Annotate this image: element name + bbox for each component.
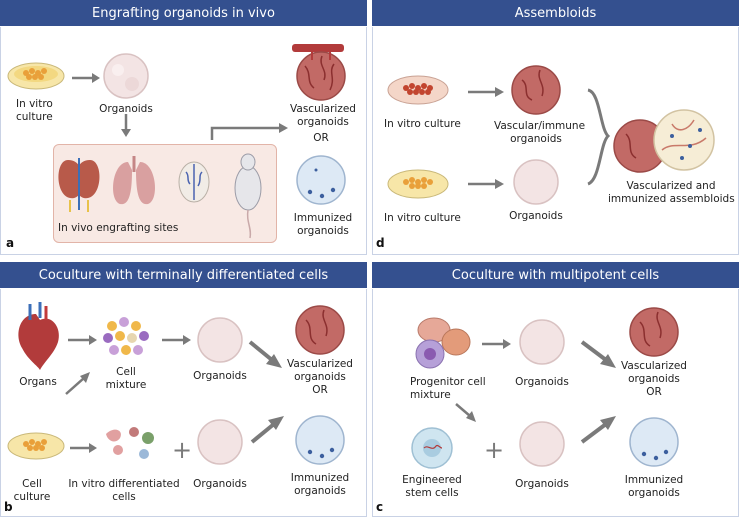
panel-c-art: + <box>411 307 679 469</box>
engrafting-sites-label: In vivo engrafting sites <box>58 222 179 234</box>
vascularized-organoids-label: Vascularized organoids <box>290 103 356 128</box>
panel-letter-b: b <box>4 500 13 514</box>
panel-c: Coculture with multipotent cells + <box>372 262 739 517</box>
in-vitro-culture-top-label: In vitro culture <box>384 118 461 130</box>
culture-dish-icon <box>7 432 65 460</box>
panel-c-title: Coculture with multipotent cells <box>372 262 739 288</box>
vascularized-organoid-icon <box>629 307 679 357</box>
organoids-bottom-label: Organoids <box>515 478 569 490</box>
panel-letter-a: a <box>6 236 15 250</box>
cell-culture-label: Cell culture <box>13 478 51 503</box>
vascular-immune-organoid-icon <box>511 65 561 115</box>
mouse-icon <box>234 153 262 239</box>
or-label: OR <box>312 384 328 396</box>
plus-sign: + <box>172 436 192 464</box>
cell-mixture-icon <box>103 317 149 355</box>
immunized-organoids-label: Immunized organoids <box>290 472 350 497</box>
kidney-icon <box>58 158 100 212</box>
in-vitro-culture-label: In vitro culture <box>16 98 53 123</box>
plus-sign: + <box>484 436 504 464</box>
organoids-label: Organoids <box>99 103 153 115</box>
organs-label: Organs <box>19 376 57 388</box>
culture-dish-red-icon <box>387 75 449 105</box>
organoids-top-label: Organoids <box>193 370 247 382</box>
assembloids-label: Vascularized and immunized assembloids <box>608 180 735 205</box>
panel-d-art <box>387 65 715 205</box>
immunized-organoid-icon <box>629 417 679 467</box>
panel-b: Coculture with terminally differentiated… <box>0 262 367 517</box>
vascularized-organoids-label: Vascularized organoids <box>287 358 353 383</box>
organoid-icon <box>197 419 243 465</box>
organoid-icon <box>197 317 243 363</box>
progenitor-cells-icon <box>415 317 471 369</box>
differentiated-cells-label: In vitro differentiated cells <box>68 478 180 503</box>
stem-cells-label: Engineered stem cells <box>402 474 462 499</box>
merge-bracket <box>587 88 611 186</box>
panel-a-title: Engrafting organoids in vivo <box>0 0 367 26</box>
or-label: OR <box>646 386 662 398</box>
stem-cell-icon <box>411 427 453 469</box>
immunized-organoids-label: Immunized organoids <box>293 212 353 237</box>
differentiated-cells-icon <box>106 427 154 459</box>
vascularized-organoid-icon <box>295 305 345 355</box>
organoids-top-label: Organoids <box>515 376 569 388</box>
panel-d: Assembloids In vitro culture <box>372 0 739 255</box>
heart-icon <box>18 302 59 370</box>
organoid-icon <box>103 53 149 99</box>
panel-a: Engrafting organoids in vivo <box>0 0 367 255</box>
organoids-label: Organoids <box>509 210 563 222</box>
culture-dish-yellow-icon <box>387 169 449 199</box>
organoid-icon <box>519 421 565 467</box>
panel-d-title: Assembloids <box>372 0 739 26</box>
organoid-icon <box>513 159 559 205</box>
assembloid-icon <box>613 109 715 173</box>
organoids-bottom-label: Organoids <box>193 478 247 490</box>
lungs-icon <box>113 156 155 205</box>
in-vitro-culture-bottom-label: In vitro culture <box>384 212 461 224</box>
panel-b-art: + <box>7 302 345 465</box>
vascularized-organoid-icon <box>292 44 346 101</box>
immunized-organoid-icon <box>295 415 345 465</box>
progenitor-label: Progenitor cell mixture <box>410 376 486 401</box>
vascularized-organoids-label: Vascularized organoids <box>621 360 687 385</box>
panel-letter-d: d <box>376 236 385 250</box>
panel-b-title: Coculture with terminally differentiated… <box>0 262 367 288</box>
brain-icon <box>178 161 210 203</box>
or-label: OR <box>313 132 329 144</box>
culture-dish-icon <box>7 62 65 90</box>
panel-a-art <box>7 44 346 239</box>
panel-letter-c: c <box>376 500 384 514</box>
immunized-organoid-icon <box>296 155 346 205</box>
immunized-organoids-label: Immunized organoids <box>624 474 684 499</box>
cell-mixture-label: Cell mixture <box>105 366 147 391</box>
vascular-immune-organoids-label: Vascular/immune organoids <box>494 120 586 145</box>
organoid-icon <box>519 319 565 365</box>
